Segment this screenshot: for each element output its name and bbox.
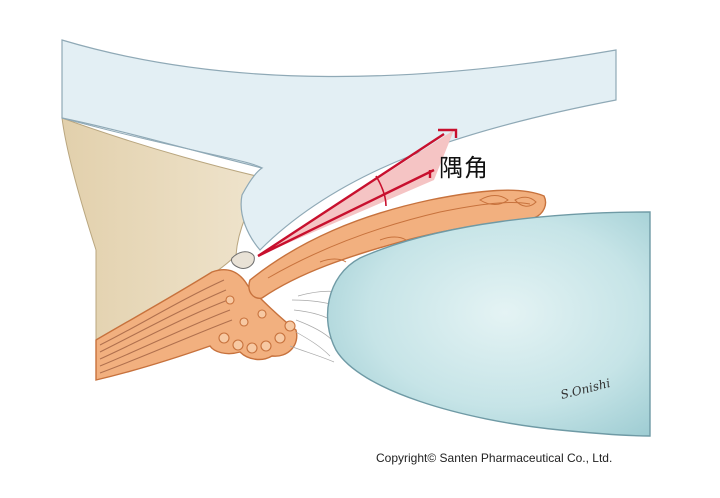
trabecular-meshwork xyxy=(231,251,255,269)
lens xyxy=(326,211,651,437)
ciliary-processes xyxy=(218,295,296,354)
angle-bracket xyxy=(428,128,458,178)
cornea-inner-line xyxy=(61,117,263,169)
iris-texture xyxy=(267,195,537,279)
cornea xyxy=(61,39,617,251)
copyright-notice: Copyright© Santen Pharmaceutical Co., Lt… xyxy=(376,451,613,465)
ciliary-muscle-fibers xyxy=(99,279,233,374)
angle-label: 隅角 xyxy=(439,154,489,182)
angle-arc xyxy=(375,175,387,207)
angle-arms xyxy=(257,132,445,258)
